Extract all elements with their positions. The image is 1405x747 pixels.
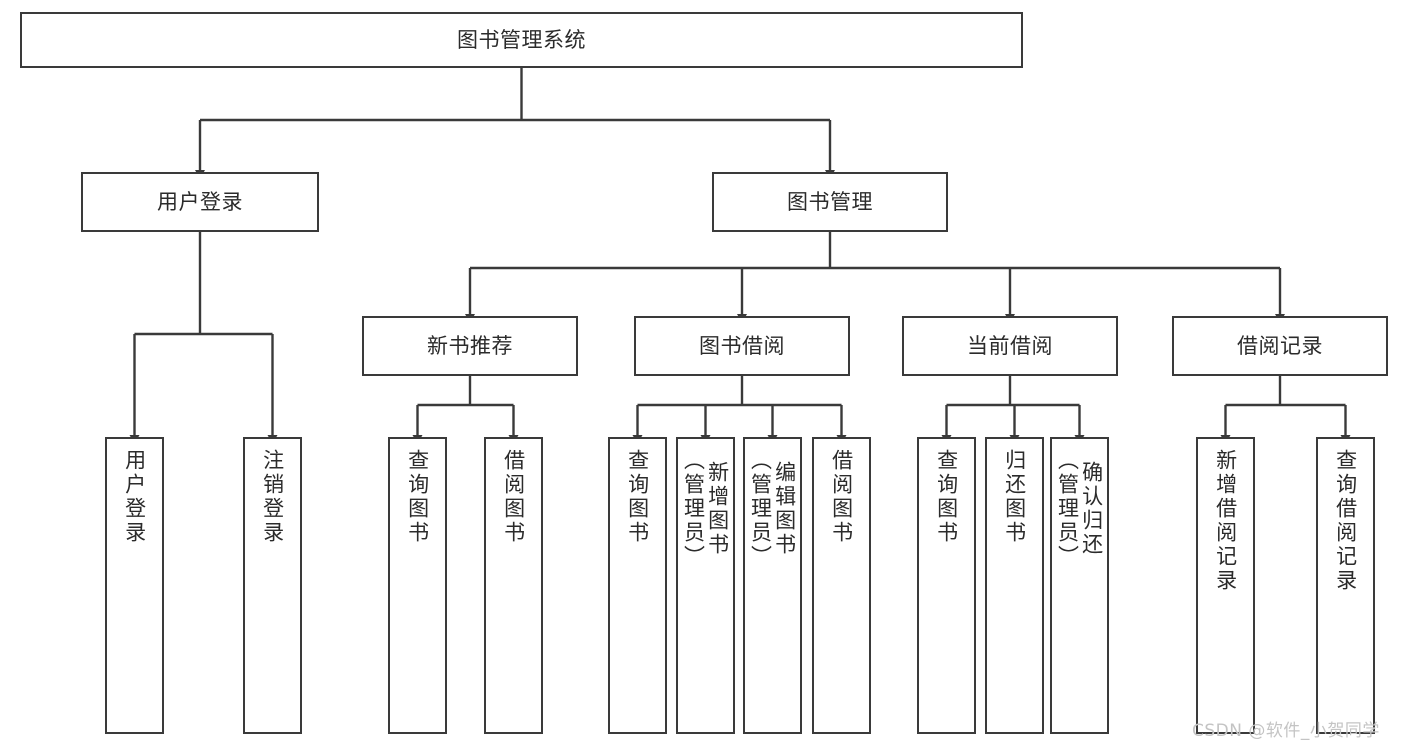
node-user-login[interactable]: 用户登录 [81,172,319,232]
node-leaf-query-book-1[interactable]: 查询图书 [388,437,447,734]
node-new-book-recommend[interactable]: 新书推荐 [362,316,578,376]
node-label: 当前借阅 [967,333,1053,358]
node-leaf-confirm-return[interactable]: 确认归还 （管理员） [1050,437,1109,734]
node-label: 确认归还 （管理员） [1055,449,1104,569]
node-leaf-borrow-book-2[interactable]: 借阅图书 [812,437,871,734]
node-label: 用户登录 [157,189,243,214]
node-label: 查询图书 [625,449,650,545]
node-leaf-query-book-2[interactable]: 查询图书 [608,437,667,734]
node-label: 用户登录 [122,449,147,545]
node-label: 新增借阅记录 [1213,449,1238,593]
node-label: 编辑图书 （管理员） [748,449,797,569]
node-label: 新书推荐 [427,333,513,358]
node-label: 图书管理系统 [457,27,586,52]
node-borrow-record[interactable]: 借阅记录 [1172,316,1388,376]
node-leaf-borrow-book-1[interactable]: 借阅图书 [484,437,543,734]
node-label: 归还图书 [1002,449,1027,545]
node-book-borrow[interactable]: 图书借阅 [634,316,850,376]
node-leaf-edit-book[interactable]: 编辑图书 （管理员） [743,437,802,734]
node-label: 注销登录 [260,449,285,545]
node-leaf-user-login[interactable]: 用户登录 [105,437,164,734]
node-leaf-return-book[interactable]: 归还图书 [985,437,1044,734]
node-current-borrow[interactable]: 当前借阅 [902,316,1118,376]
node-book-manage[interactable]: 图书管理 [712,172,948,232]
node-label: 查询借阅记录 [1333,449,1358,593]
node-root[interactable]: 图书管理系统 [20,12,1023,68]
node-leaf-add-record[interactable]: 新增借阅记录 [1196,437,1255,734]
node-leaf-query-book-3[interactable]: 查询图书 [917,437,976,734]
node-label: 借阅图书 [501,449,526,545]
node-leaf-add-book[interactable]: 新增图书 （管理员） [676,437,735,734]
node-label: 图书管理 [787,189,873,214]
node-label: 借阅图书 [829,449,854,545]
node-leaf-logout[interactable]: 注销登录 [243,437,302,734]
node-label: 新增图书 （管理员） [681,449,730,569]
node-leaf-query-record[interactable]: 查询借阅记录 [1316,437,1375,734]
node-label: 借阅记录 [1237,333,1323,358]
node-label: 查询图书 [405,449,430,545]
node-label: 查询图书 [934,449,959,545]
node-label: 图书借阅 [699,333,785,358]
